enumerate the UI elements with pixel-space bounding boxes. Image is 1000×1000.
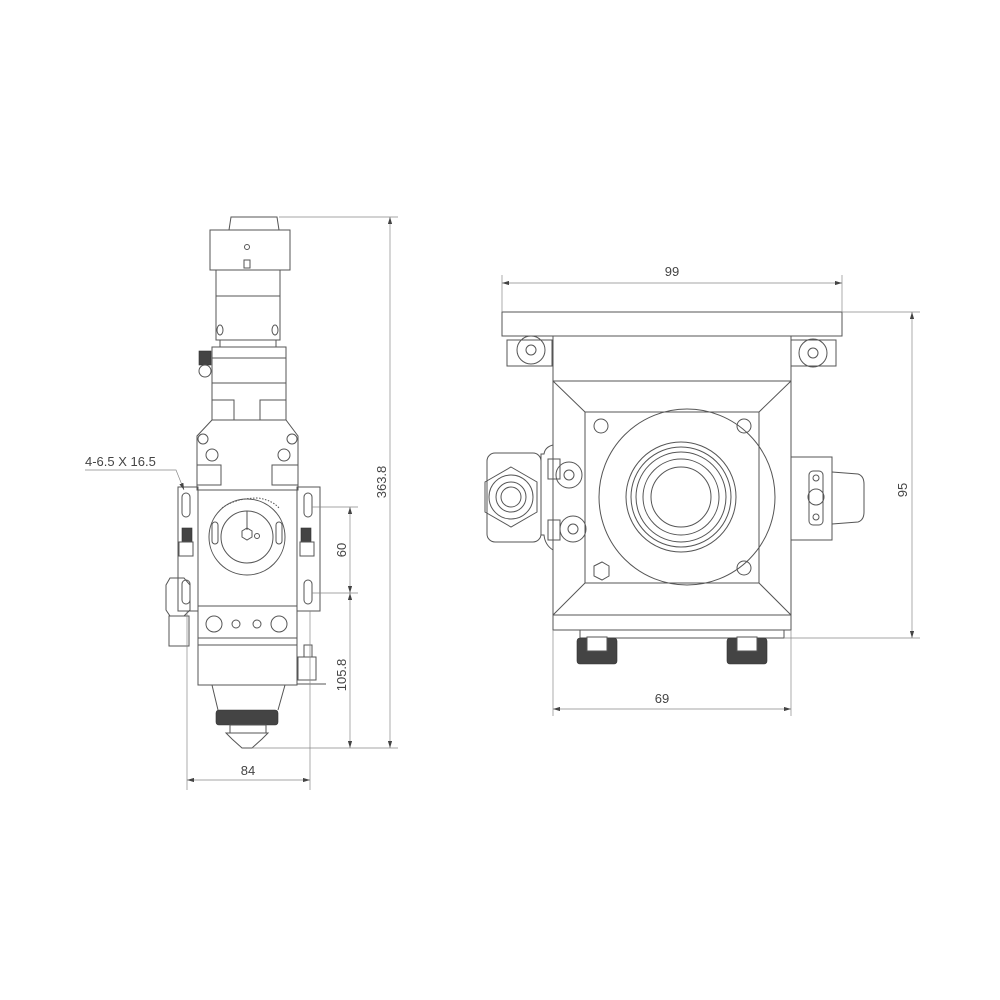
side-view-dimensions: 363.8 60 105.8 84 4-6.5 X 16.5 xyxy=(85,216,398,790)
dim-plate-width: 99 xyxy=(665,264,679,279)
dim-depth: 95 xyxy=(895,483,910,497)
side-view xyxy=(165,216,326,749)
slot-callout: 4-6.5 X 16.5 xyxy=(85,454,156,469)
dim-width: 84 xyxy=(241,763,255,778)
dim-slot-to-tip: 105.8 xyxy=(334,659,349,692)
dim-body-width: 69 xyxy=(655,691,669,706)
bottom-view xyxy=(484,311,865,665)
dim-slot-spacing: 60 xyxy=(334,543,349,557)
bottom-view-dimensions: 99 95 69 xyxy=(501,264,920,716)
dim-total-height: 363.8 xyxy=(374,466,389,499)
